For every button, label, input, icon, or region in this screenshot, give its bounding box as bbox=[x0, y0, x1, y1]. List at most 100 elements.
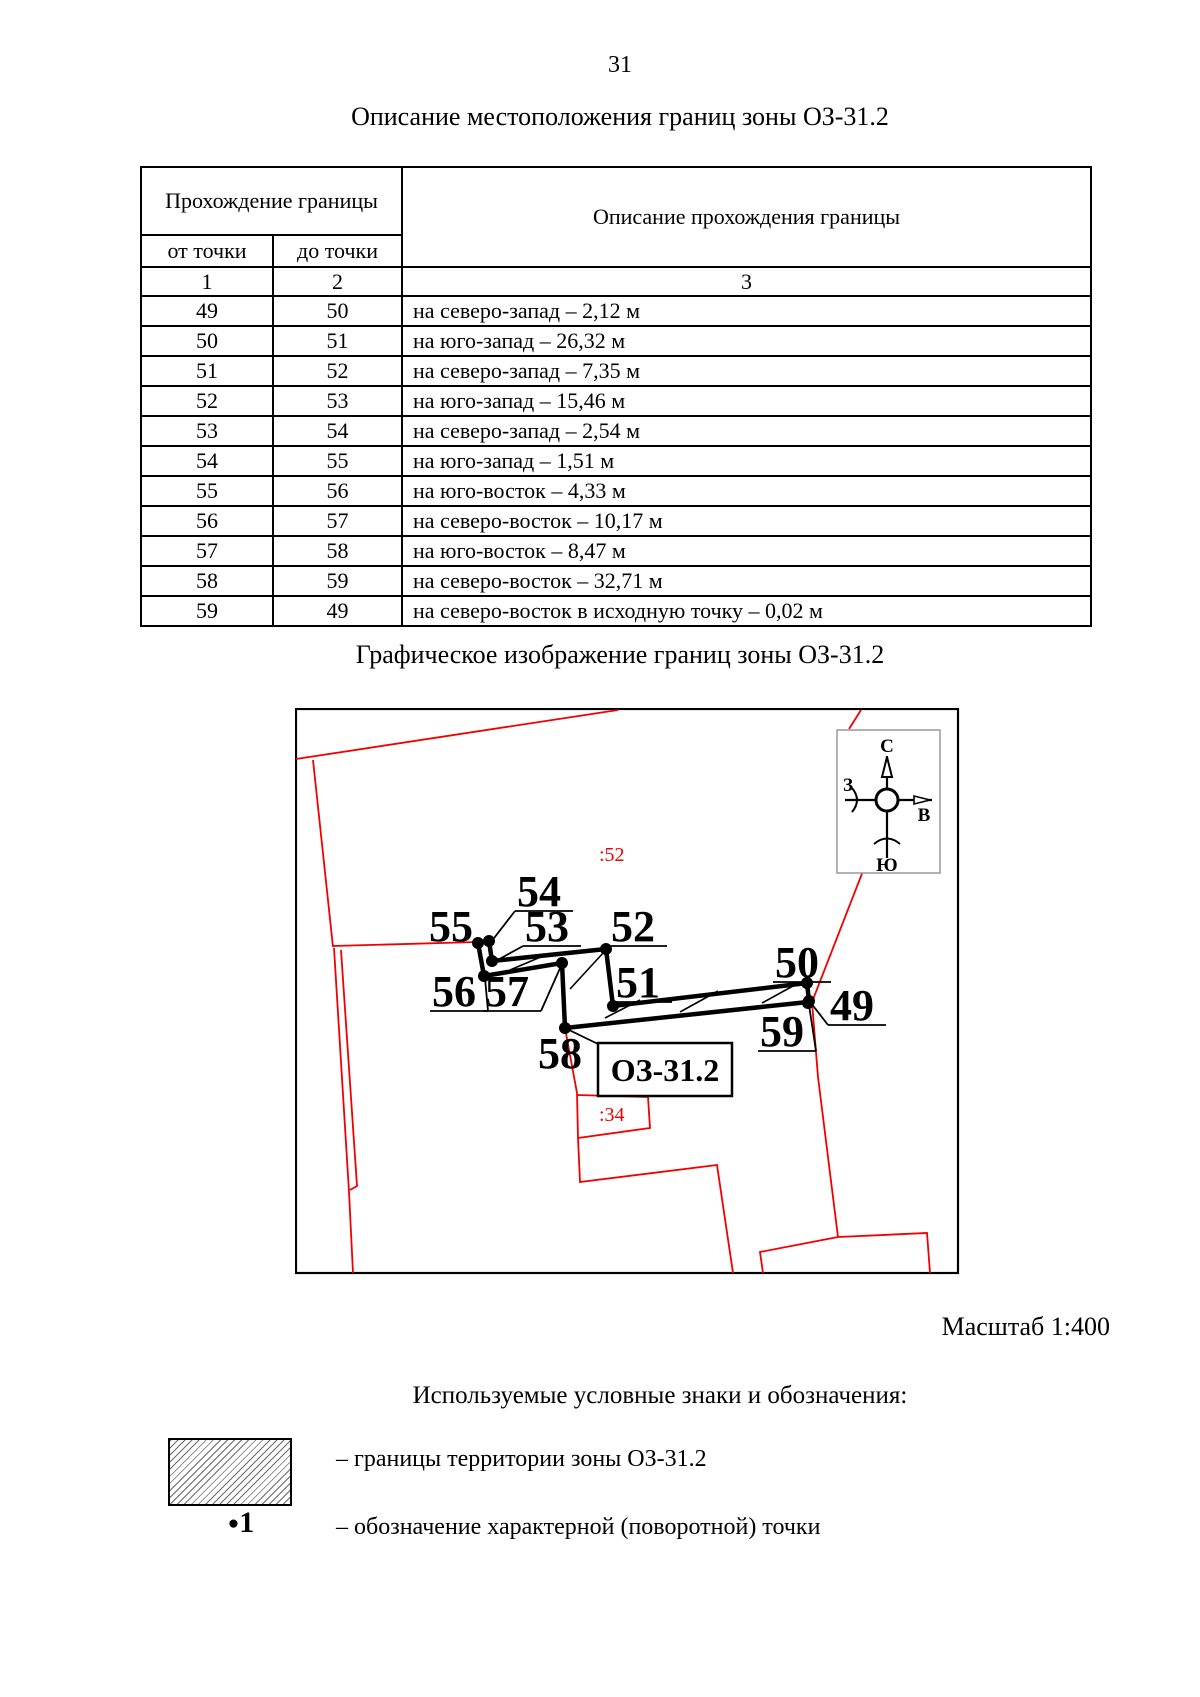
cell-to: 49 bbox=[271, 595, 404, 627]
cell-to: 51 bbox=[271, 325, 404, 357]
header-description: Описание прохождения границы bbox=[401, 166, 1093, 268]
parcel-line bbox=[312, 759, 334, 948]
cell-to: 50 bbox=[271, 295, 404, 327]
cell-from: 49 bbox=[140, 295, 274, 327]
compass-rose: С З В Ю bbox=[836, 729, 941, 876]
point-label-57: 57 bbox=[485, 967, 529, 1016]
subheader-from: от точки bbox=[140, 234, 274, 268]
cell-from: 50 bbox=[140, 325, 274, 357]
cell-desc: на юго-восток – 4,33 м bbox=[401, 475, 1093, 507]
compass-east-arrow-icon bbox=[913, 794, 931, 806]
turning-points bbox=[472, 935, 815, 1034]
leader-line bbox=[808, 1004, 817, 1052]
leader-line bbox=[493, 945, 524, 963]
cell-to: 54 bbox=[271, 415, 404, 447]
cell-from: 59 bbox=[140, 595, 274, 627]
cell-from: 51 bbox=[140, 355, 274, 387]
point-label-59: 59 bbox=[760, 1007, 804, 1056]
point-dot-52 bbox=[600, 943, 612, 955]
compass-hub bbox=[874, 787, 900, 813]
point-label-56: 56 bbox=[432, 967, 476, 1016]
point-label-58: 58 bbox=[538, 1029, 582, 1078]
page-number: 31 bbox=[608, 52, 632, 78]
parcel-line bbox=[837, 1232, 931, 1274]
hatch-line bbox=[679, 990, 719, 1013]
cell-desc: на юго-запад – 26,32 м bbox=[401, 325, 1093, 357]
table-header-row: Прохождение границы Описание прохождения… bbox=[139, 166, 1093, 268]
cell-from: 55 bbox=[140, 475, 274, 507]
compass-west-label: З bbox=[843, 775, 853, 796]
header-passage: Прохождение границы bbox=[139, 166, 404, 236]
subheader-to: до точки bbox=[271, 234, 404, 268]
point-labels: 49 50 51 52 53 54 55 56 57 58 59 bbox=[429, 867, 874, 1078]
cell-desc: на северо-запад – 7,35 м bbox=[401, 355, 1093, 387]
point-label-55: 55 bbox=[429, 902, 473, 951]
table-colnum-row: 1 2 3 bbox=[140, 266, 1093, 297]
cell-from: 54 bbox=[140, 445, 274, 477]
parcel-line bbox=[848, 709, 862, 730]
point-dot-56 bbox=[478, 970, 490, 982]
page-title: Описание местоположения границ зоны ОЗ-3… bbox=[351, 102, 889, 131]
col-number-1: 1 bbox=[140, 266, 274, 297]
point-label-49: 49 bbox=[830, 981, 874, 1030]
compass-south-label: Ю bbox=[876, 855, 897, 876]
turning-point-symbol: ●1 bbox=[196, 1506, 286, 1540]
map-title: Графическое изображение границ зоны ОЗ-3… bbox=[355, 640, 885, 669]
leader-line bbox=[810, 1002, 829, 1026]
zone-label-box bbox=[596, 1041, 734, 1098]
cell-to: 55 bbox=[271, 445, 404, 477]
cell-desc: на северо-восток в исходную точку – 0,02… bbox=[401, 595, 1093, 627]
point-dot-icon: ● bbox=[227, 1513, 240, 1534]
parcel-line bbox=[332, 941, 478, 947]
leader-line bbox=[540, 965, 562, 1012]
col-number-3: 3 bbox=[401, 266, 1093, 297]
legend-item-turning-point: – обозначение характерной (поворотной) т… bbox=[336, 1514, 821, 1540]
leader-line bbox=[490, 910, 516, 943]
cell-from: 52 bbox=[140, 385, 274, 417]
hatch-line bbox=[761, 985, 794, 1004]
legend-title: Используемые условные знаки и обозначени… bbox=[412, 1382, 908, 1409]
leader-line bbox=[484, 977, 489, 1012]
cell-desc: на юго-восток – 8,47 м bbox=[401, 535, 1093, 567]
compass-west-arc bbox=[851, 787, 858, 813]
hatch-line bbox=[604, 999, 641, 1019]
parcel-label-52: :52 bbox=[599, 844, 625, 866]
cell-desc: на юго-запад – 15,46 м bbox=[401, 385, 1093, 417]
point-dot-57 bbox=[556, 957, 568, 969]
leader-line bbox=[564, 1027, 599, 1045]
cell-to: 59 bbox=[271, 565, 404, 597]
cell-desc: на юго-запад – 1,51 м bbox=[401, 445, 1093, 477]
compass-south-arc bbox=[873, 837, 901, 845]
parcel-label-34: :34 bbox=[599, 1104, 625, 1126]
cell-desc: на северо-восток – 32,71 м bbox=[401, 565, 1093, 597]
table-subheader-row: от точки до точки bbox=[140, 234, 1091, 268]
point-dot-51 bbox=[607, 1000, 619, 1012]
parcel-line bbox=[295, 709, 619, 760]
point-label-54: 54 bbox=[517, 867, 561, 916]
point-label-53: 53 bbox=[525, 902, 569, 951]
parcel-line bbox=[333, 947, 354, 1274]
parcel-line bbox=[758, 1236, 839, 1274]
cell-desc: на северо-запад – 2,12 м bbox=[401, 295, 1093, 327]
map-scale: Масштаб 1:400 bbox=[941, 1312, 1110, 1341]
zone-hatch bbox=[509, 951, 794, 1019]
cell-to: 56 bbox=[271, 475, 404, 507]
point-dot-53 bbox=[486, 955, 498, 967]
parcel-line bbox=[564, 1027, 734, 1274]
cell-from: 57 bbox=[140, 535, 274, 567]
cell-desc: на северо-восток – 10,17 м bbox=[401, 505, 1093, 537]
cell-from: 53 bbox=[140, 415, 274, 447]
zone-hatch-swatch-icon bbox=[168, 1438, 292, 1506]
legend-item-boundaries: – границы территории зоны ОЗ-31.2 bbox=[336, 1446, 707, 1472]
hatch-line bbox=[509, 955, 544, 971]
compass-east-label: В bbox=[918, 805, 931, 826]
